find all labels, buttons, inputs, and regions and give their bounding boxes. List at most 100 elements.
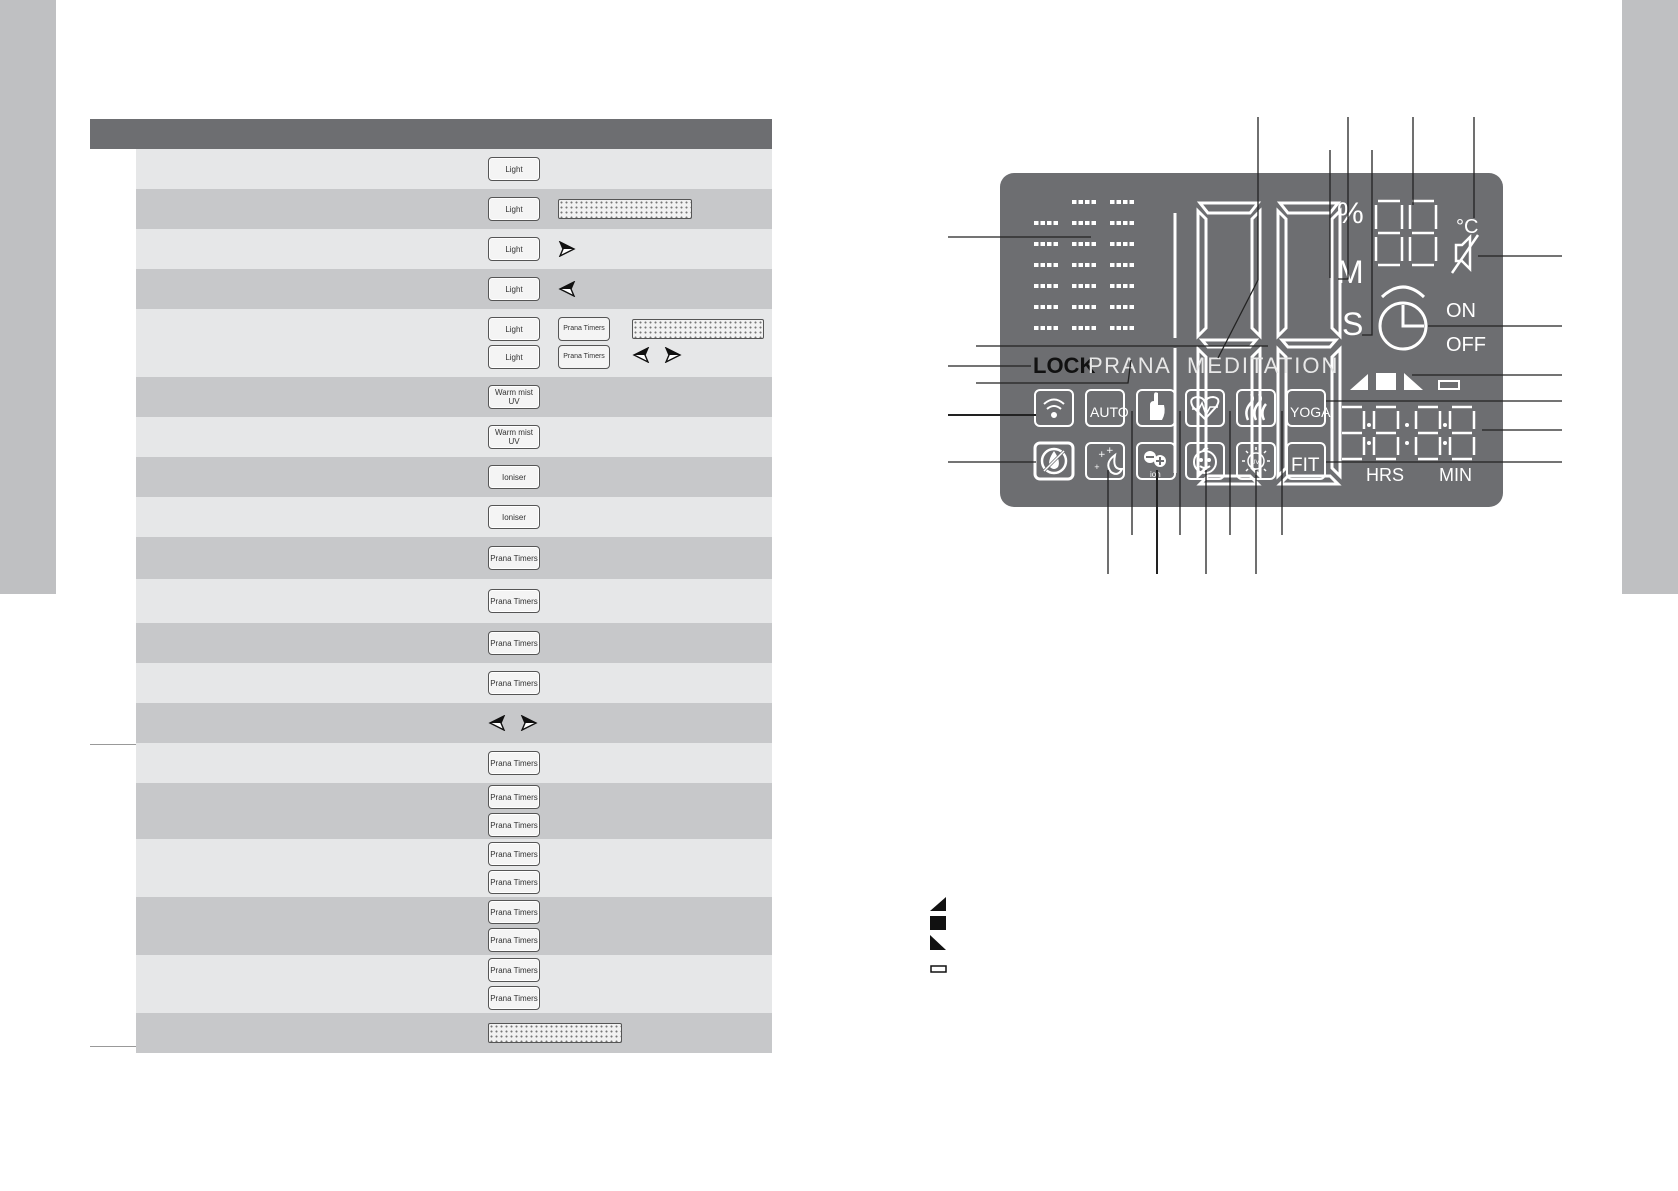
yoga-label: YOGA: [1290, 404, 1331, 420]
prana-timers-button-icon: Prana Timers: [488, 546, 540, 570]
no-water-icon: [1040, 447, 1068, 475]
warm-mist-icon: [1245, 393, 1267, 421]
table-header: [90, 119, 772, 149]
s-label: S: [1342, 306, 1363, 342]
warm-mist-uv-button-icon: Warm mist UV: [488, 385, 540, 409]
svg-text:+: +: [1106, 446, 1114, 456]
dot-matrix-indicator: [558, 199, 692, 219]
prana-label: PRANA: [1088, 353, 1171, 378]
table-row: Prana Timers: [136, 743, 772, 783]
table-cell: Ioniser: [488, 457, 540, 497]
prana-timers-button-icon: Prana Timers: [488, 751, 540, 775]
prana-timers-button-icon: Prana Timers: [488, 986, 540, 1010]
heart-icon: [1190, 395, 1220, 421]
svg-text:+: +: [1098, 450, 1106, 460]
off-label: OFF: [1446, 334, 1486, 356]
prana-timers-button-icon: Prana Timers: [488, 842, 540, 866]
left-arrow-icon: [488, 715, 506, 731]
m-label: M: [1337, 254, 1364, 290]
table-cell: Light: [488, 269, 540, 309]
table-cell: Light: [488, 189, 540, 229]
arrow-indicator: [558, 237, 576, 261]
prana-timers-button-icon: Prana Timers: [488, 631, 540, 655]
right-arrow-icon: [558, 241, 576, 257]
dot-matrix-indicator: [632, 319, 764, 339]
ioniser-button-icon: Ioniser: [488, 465, 540, 489]
table-row: Warm mist UV: [136, 417, 772, 457]
table-row: Ioniser: [136, 497, 772, 537]
lcd-display-panel: + + +: [1000, 173, 1503, 507]
celsius-label: °C: [1456, 216, 1478, 238]
prana-timers-button-icon: Prana Timers: [488, 813, 540, 837]
table-cell: Ioniser: [488, 497, 540, 537]
wifi-icon: [1043, 398, 1065, 418]
left-right-arrows: [488, 711, 538, 735]
left-right-arrows: [632, 343, 764, 367]
big-digit-display: [1173, 201, 1342, 486]
table-cell: Prana Timers: [488, 663, 540, 703]
table-cell: [558, 189, 692, 229]
light-button-icon: Light: [488, 345, 540, 369]
percent-label: %: [1337, 197, 1364, 230]
light-button-icon: Light: [488, 237, 540, 261]
prana-timers-button-icon: Prana Timers: [558, 345, 610, 369]
prana-timers-button-icon: Prana Timers: [488, 785, 540, 809]
fan-speed-icons: [1350, 373, 1460, 390]
table-row: Light: [136, 229, 772, 269]
left-margin-bar: [0, 0, 56, 594]
right-margin-bar: [1622, 0, 1678, 594]
prana-timers-button-icon: Prana Timers: [488, 870, 540, 894]
table-row: Ioniser: [136, 457, 772, 497]
table-cell: Prana Timers: [488, 537, 540, 579]
table-cell: Prana Timers: [488, 579, 540, 623]
table-row: Prana Timers: [136, 623, 772, 663]
right-arrow-icon: [664, 347, 682, 363]
hand-icon: [1150, 392, 1165, 420]
sleep-moon-icon: + + +: [1094, 446, 1124, 475]
table-cell: Warm mist UV: [488, 377, 540, 417]
table-cell: Light: [488, 229, 540, 269]
auto-label: AUTO: [1090, 404, 1129, 420]
light-button-icon: Light: [488, 317, 540, 341]
prana-timers-button-icon: Prana Timers: [558, 317, 610, 341]
fan-low-icon: [930, 897, 946, 911]
fan-speed-legend: [930, 897, 947, 973]
table-cell: Light: [488, 149, 540, 189]
table-cell: [558, 229, 576, 269]
light-button-icon: Light: [488, 197, 540, 221]
mode-icon-boxes: [1033, 389, 1326, 481]
ion-label: ion: [1150, 470, 1161, 479]
table-cell: [558, 269, 576, 309]
lcd-graphics: + + +: [1033, 197, 1486, 486]
meditation-label: MEDITATION: [1187, 353, 1339, 378]
temperature-digits: [1374, 199, 1438, 267]
prana-timers-button-icon: Prana Timers: [488, 928, 540, 952]
right-arrow-icon: [520, 715, 538, 731]
table-cell: [632, 309, 764, 377]
prana-timers-button-icon: Prana Timers: [488, 958, 540, 982]
on-label: ON: [1446, 300, 1476, 322]
arrow-indicator: [558, 277, 576, 301]
table-cell: Warm mist UV: [488, 417, 540, 457]
mute-icon: [1450, 233, 1480, 274]
dot-matrix-level-bars: [1034, 200, 1134, 330]
clock-digits: [1338, 405, 1476, 461]
ioniser-icon: [1144, 451, 1166, 467]
timer-arc-icon: [1380, 285, 1426, 299]
fan-auto-icon: [930, 965, 947, 973]
section-divider: [90, 744, 136, 745]
ioniser-button-icon: Ioniser: [488, 505, 540, 529]
timer-clock-icon: [1378, 301, 1428, 351]
table-row: Prana Timers: [136, 537, 772, 579]
table-row: Light: [136, 269, 772, 309]
